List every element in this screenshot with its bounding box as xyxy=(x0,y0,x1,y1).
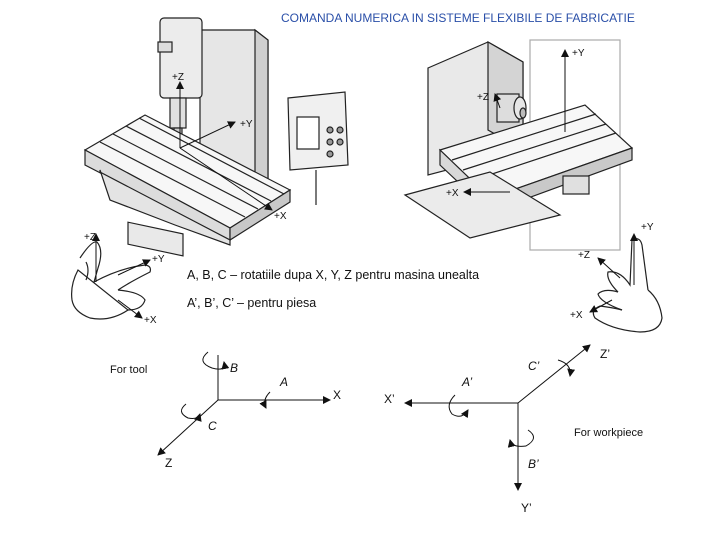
workpiece-axis-system xyxy=(404,344,591,491)
horizontal-z-label: +Z xyxy=(477,92,489,103)
page-title: COMANDA NUMERICA IN SISTEME FLEXIBILE DE… xyxy=(281,11,635,25)
tool-x-label: X xyxy=(333,388,341,402)
hand-left-y-label: +Y xyxy=(152,254,165,265)
workpiece-y-label: Y’ xyxy=(521,501,532,515)
vertical-milling-machine xyxy=(83,17,349,257)
workpiece-z-label: Z’ xyxy=(600,347,610,361)
hand-right-x-label: +X xyxy=(570,310,583,321)
hand-left-illustration xyxy=(71,241,152,320)
vertical-z-label: +Z xyxy=(172,72,184,83)
tool-z-label: Z xyxy=(165,456,172,470)
hand-left-axes xyxy=(92,233,151,319)
workpiece-x-label: X’ xyxy=(384,392,395,406)
workpiece-c-label: C’ xyxy=(528,359,540,373)
horizontal-machining-center xyxy=(403,39,634,251)
hand-left-z-label: +Z xyxy=(84,232,96,243)
hand-right-y-label: +Y xyxy=(641,222,654,233)
horizontal-machine-axes xyxy=(463,49,569,196)
vertical-machine-axes xyxy=(176,81,273,211)
hand-right-axes xyxy=(589,233,638,313)
workpiece-b-label: B’ xyxy=(528,457,539,471)
tool-axis-system xyxy=(157,351,331,456)
workpiece-a-label: A’ xyxy=(461,375,473,389)
vertical-x-label: +X xyxy=(274,211,287,222)
horizontal-x-label: +X xyxy=(446,188,459,199)
note-line-workpiece-rotations: A’, B’, C’ – pentru piesa xyxy=(187,296,317,310)
tool-c-label: C xyxy=(208,419,217,433)
tool-a-label: A xyxy=(279,375,288,389)
hand-right-z-label: +Z xyxy=(578,250,590,261)
tool-caption: For tool xyxy=(110,364,147,376)
tool-b-label: B xyxy=(230,361,238,375)
horizontal-y-label: +Y xyxy=(572,48,585,59)
note-line-tool-rotations: A, B, C – rotatiile dupa X, Y, Z pentru … xyxy=(187,268,480,282)
hand-right-illustration xyxy=(592,238,663,333)
hand-left-x-label: +X xyxy=(144,315,157,326)
vertical-y-label: +Y xyxy=(240,119,253,130)
workpiece-caption: For workpiece xyxy=(574,427,643,439)
